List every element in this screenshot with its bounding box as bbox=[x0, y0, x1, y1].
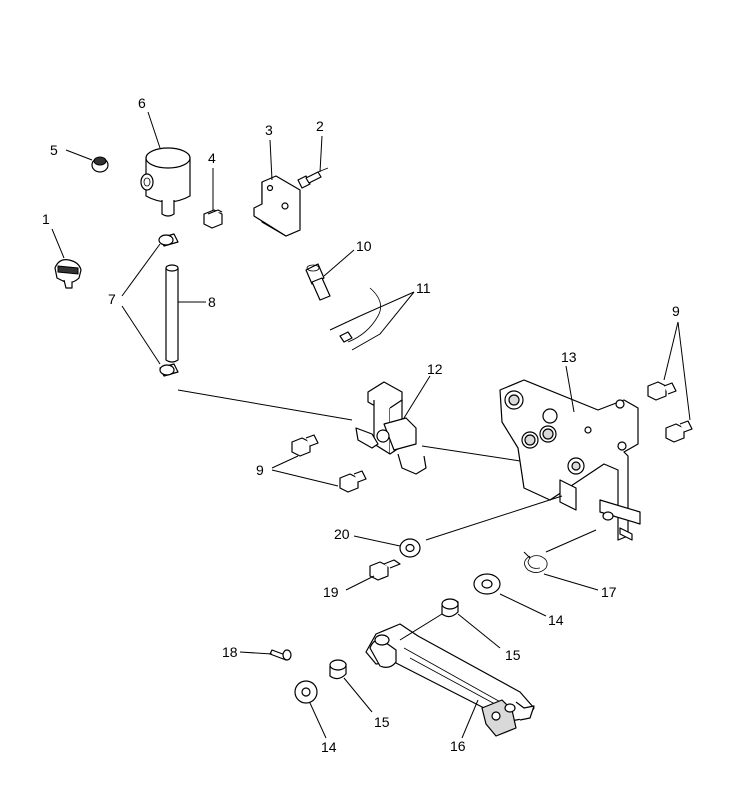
part-8-hose bbox=[165, 264, 179, 363]
leader-15-right bbox=[457, 613, 501, 649]
callout-1: 1 bbox=[42, 211, 50, 227]
part-2-pin bbox=[297, 167, 329, 189]
callout-2: 2 bbox=[316, 118, 324, 134]
callout-5: 5 bbox=[50, 142, 58, 158]
callout-14-right: 14 bbox=[548, 612, 564, 628]
leader-14-left bbox=[309, 702, 327, 739]
leader-16 bbox=[461, 699, 479, 739]
callout-6: 6 bbox=[138, 95, 146, 111]
callout-9-upper: 9 bbox=[672, 303, 680, 319]
part-17-spring bbox=[523, 551, 548, 573]
callout-15-right: 15 bbox=[505, 647, 521, 663]
leader-9b-1 bbox=[271, 455, 299, 469]
leader-2 bbox=[319, 135, 323, 173]
callout-15-left: 15 bbox=[374, 714, 390, 730]
leader-6 bbox=[147, 111, 161, 149]
leader-14-right bbox=[499, 593, 547, 617]
connector-lever-to-bushing bbox=[399, 613, 443, 641]
callout-17: 17 bbox=[601, 584, 617, 600]
callout-7: 7 bbox=[108, 291, 116, 307]
leader-12 bbox=[403, 375, 431, 419]
part-11-wires bbox=[329, 287, 382, 351]
callout-20: 20 bbox=[334, 526, 350, 542]
callout-8: 8 bbox=[208, 294, 216, 310]
leader-20 bbox=[353, 535, 401, 547]
part-10-fitting bbox=[305, 263, 331, 301]
leader-9b-2 bbox=[271, 469, 339, 487]
leader-18 bbox=[239, 651, 273, 655]
connector-bracket-to-spring bbox=[545, 529, 597, 553]
callout-16: 16 bbox=[450, 738, 466, 754]
part-5-cap bbox=[91, 156, 109, 173]
part-6-reservoir bbox=[140, 147, 191, 217]
leader-11b bbox=[379, 291, 415, 335]
part-7-hose-clip-top bbox=[158, 233, 179, 247]
part-12-master-cylinder bbox=[355, 381, 427, 475]
callout-18: 18 bbox=[222, 644, 238, 660]
part-20-washer bbox=[399, 538, 421, 558]
connector-hose-to-cylinder bbox=[177, 389, 353, 421]
part-9-bolt-left-1 bbox=[291, 434, 319, 457]
leader-7b bbox=[121, 305, 161, 365]
part-4-bolt bbox=[203, 209, 223, 229]
callout-14-left: 14 bbox=[321, 739, 337, 755]
part-1-clamp bbox=[54, 259, 82, 289]
leader-3 bbox=[269, 139, 273, 181]
leader-17 bbox=[543, 573, 599, 591]
callout-4: 4 bbox=[208, 150, 216, 166]
part-15-bushing-right bbox=[441, 598, 459, 618]
part-16-brake-lever bbox=[365, 623, 535, 737]
callout-13: 13 bbox=[561, 349, 577, 365]
callout-9-left: 9 bbox=[256, 462, 264, 478]
leader-10 bbox=[323, 249, 355, 277]
part-3-bracket bbox=[253, 175, 301, 237]
connector-bracket-to-washer bbox=[425, 495, 563, 541]
callout-11: 11 bbox=[416, 280, 431, 296]
leader-15-left bbox=[343, 677, 373, 713]
part-14-washer-right bbox=[473, 573, 501, 595]
callout-12: 12 bbox=[427, 361, 443, 377]
part-19-bolt bbox=[369, 559, 401, 581]
leader-7a bbox=[121, 243, 161, 297]
callout-19: 19 bbox=[323, 584, 339, 600]
part-9-bolt-upper-2 bbox=[665, 420, 693, 443]
leader-9a-2 bbox=[677, 321, 691, 421]
leader-5 bbox=[65, 149, 93, 161]
part-9-bolt-upper-1 bbox=[647, 381, 677, 401]
leader-11a bbox=[359, 291, 415, 317]
part-15-bushing-left bbox=[329, 659, 347, 680]
leader-9a-1 bbox=[663, 321, 679, 381]
part-14-washer-left bbox=[294, 680, 318, 704]
leader-19 bbox=[345, 575, 375, 591]
part-13-mounting-bracket bbox=[499, 379, 641, 541]
part-7-hose-clip-bottom bbox=[159, 363, 179, 377]
part-18-cotter-pin bbox=[269, 649, 292, 661]
part-9-bolt-left-2 bbox=[339, 470, 367, 493]
callout-3: 3 bbox=[265, 122, 273, 138]
leader-13 bbox=[565, 365, 575, 413]
callout-10: 10 bbox=[356, 238, 372, 254]
leader-1 bbox=[51, 228, 65, 259]
